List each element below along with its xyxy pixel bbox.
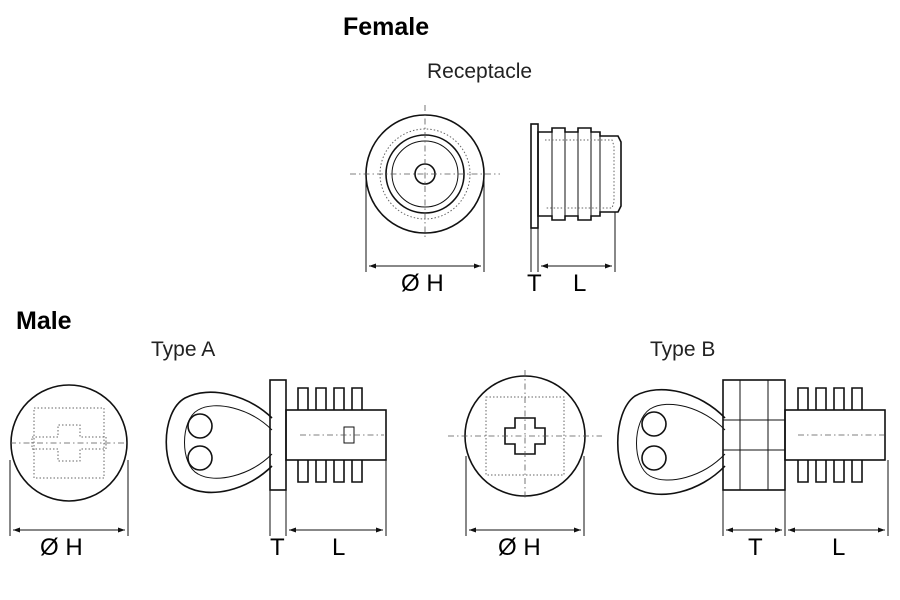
receptacle-l-label: L: [573, 270, 587, 297]
receptacle-front-view: [350, 105, 500, 240]
type-b-label: Type B: [650, 338, 716, 361]
type-b-diameter-label: Ø H: [498, 534, 541, 561]
type-a-diameter-label: Ø H: [40, 534, 83, 561]
female-heading: Female: [343, 13, 430, 41]
receptacle-side-view: [530, 123, 622, 229]
type-a-side-view: [165, 379, 387, 494]
receptacle-diameter-label: Ø H: [401, 270, 444, 297]
type-a-dimension-lines: [9, 460, 387, 536]
type-b-l-label: L: [832, 534, 846, 561]
type-a-l-label: L: [332, 534, 346, 561]
receptacle-dimension-lines: [365, 178, 616, 272]
type-b-t-label: T: [748, 534, 763, 561]
type-a-t-label: T: [270, 534, 285, 561]
type-b-side-view: [617, 379, 886, 496]
type-a-label: Type A: [151, 338, 216, 361]
receptacle-t-label: T: [527, 270, 542, 297]
type-b-front-view: [448, 370, 602, 500]
type-a-front-view: [10, 384, 128, 502]
type-b-dimension-lines: [465, 456, 889, 536]
receptacle-label: Receptacle: [427, 60, 533, 83]
male-heading: Male: [16, 307, 72, 335]
